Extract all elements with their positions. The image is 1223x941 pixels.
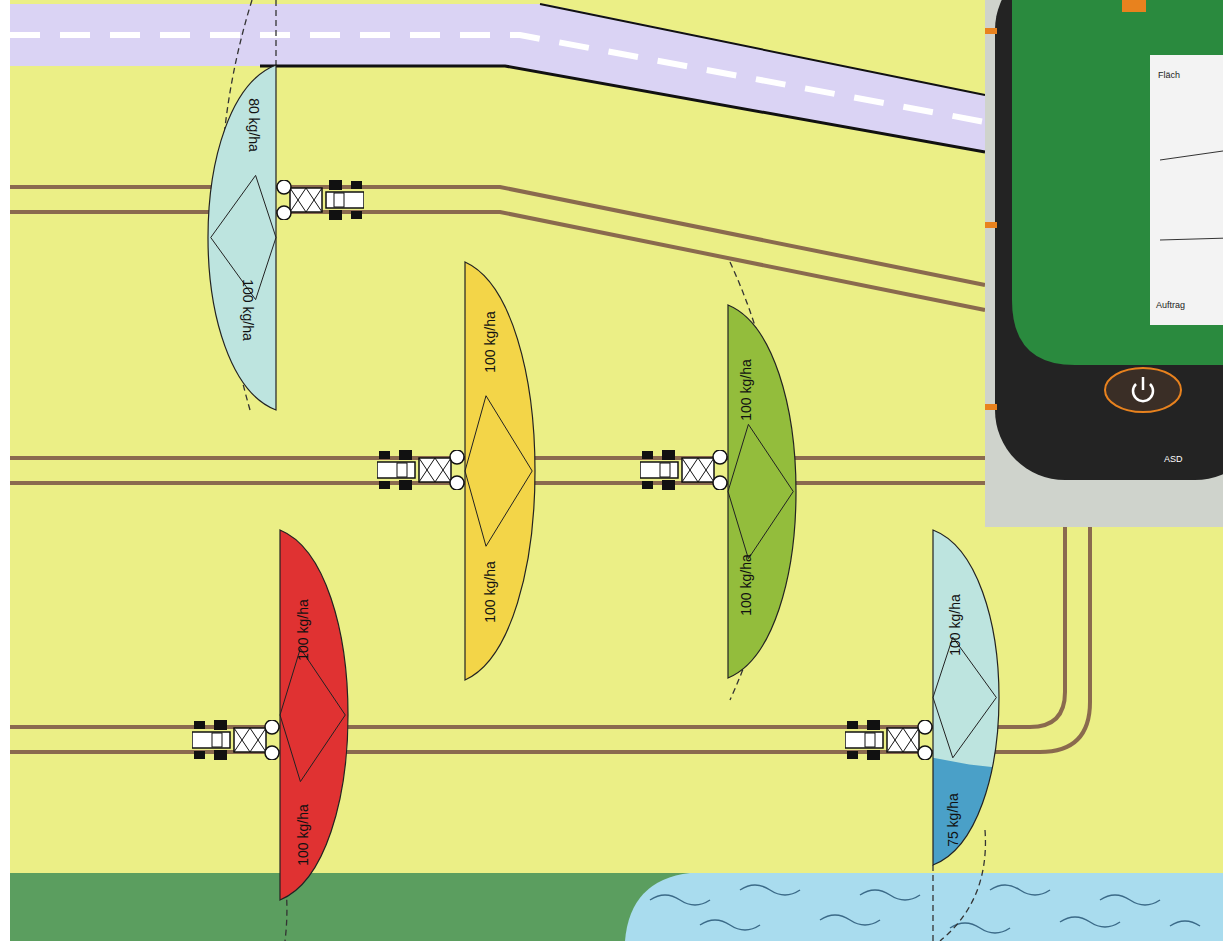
tractor-spreader	[192, 720, 279, 760]
rate-label: 100 kg/ha	[296, 804, 310, 866]
spread-fan: 100 kg/ha 100 kg/ha	[728, 305, 796, 678]
screen-text: ASD	[1164, 454, 1183, 464]
disc-pattern	[465, 396, 532, 546]
screen-text: Fläch	[1158, 70, 1180, 80]
road-edge	[540, 4, 985, 95]
fan-shape	[465, 262, 535, 680]
tramlines	[10, 187, 1090, 752]
rate-label: 100 kg/ha	[948, 594, 962, 656]
rate-label: 100 kg/ha	[483, 311, 497, 373]
spread-fan: 100 kg/ha 75 kg/ha	[933, 530, 999, 865]
rate-label: 100 kg/ha	[296, 599, 310, 661]
spread-fan: 100 kg/ha 100 kg/ha	[465, 262, 535, 680]
reduced-zone	[933, 758, 1032, 865]
rate-label: 100 kg/ha	[739, 554, 753, 616]
tractor-spreader	[377, 450, 464, 490]
spread-fan: 100 kg/ha 100 kg/ha	[280, 530, 348, 900]
rate-label: 75 kg/ha	[946, 793, 960, 847]
fan-outline	[728, 305, 796, 678]
fan-shape	[280, 530, 348, 900]
disc-pattern	[728, 424, 793, 558]
road	[10, 4, 985, 152]
rate-label: 100 kg/ha	[241, 279, 255, 341]
road-edge	[260, 66, 985, 152]
fan-outline	[280, 530, 348, 900]
tractor-spreader	[845, 720, 932, 760]
rate-label: 100 kg/ha	[739, 359, 753, 421]
waves	[650, 885, 1200, 933]
water	[625, 873, 1223, 941]
screen-text: Auftrag	[1156, 300, 1185, 310]
fan-shape	[208, 65, 276, 410]
tractor-spreader	[640, 450, 727, 490]
fan-fill	[280, 530, 348, 900]
tractor-spreader	[277, 180, 364, 220]
disc-pattern	[933, 637, 996, 758]
fan-outline	[933, 530, 999, 865]
fan-outline	[465, 262, 535, 680]
grass-strip	[10, 873, 1223, 941]
rate-label: 80 kg/ha	[247, 98, 261, 152]
throw-range	[220, 0, 985, 941]
road-marking	[10, 35, 985, 122]
fan-fill	[208, 65, 276, 410]
disc-pattern	[280, 648, 345, 781]
spread-fan: 80 kg/ha 100 kg/ha	[208, 65, 276, 410]
rate-label: 100 kg/ha	[483, 561, 497, 623]
fan-shape	[933, 530, 999, 865]
fan-outline	[208, 65, 276, 410]
control-terminal	[985, 0, 1223, 527]
fan-fill	[728, 305, 796, 678]
fan-fill	[465, 262, 535, 680]
